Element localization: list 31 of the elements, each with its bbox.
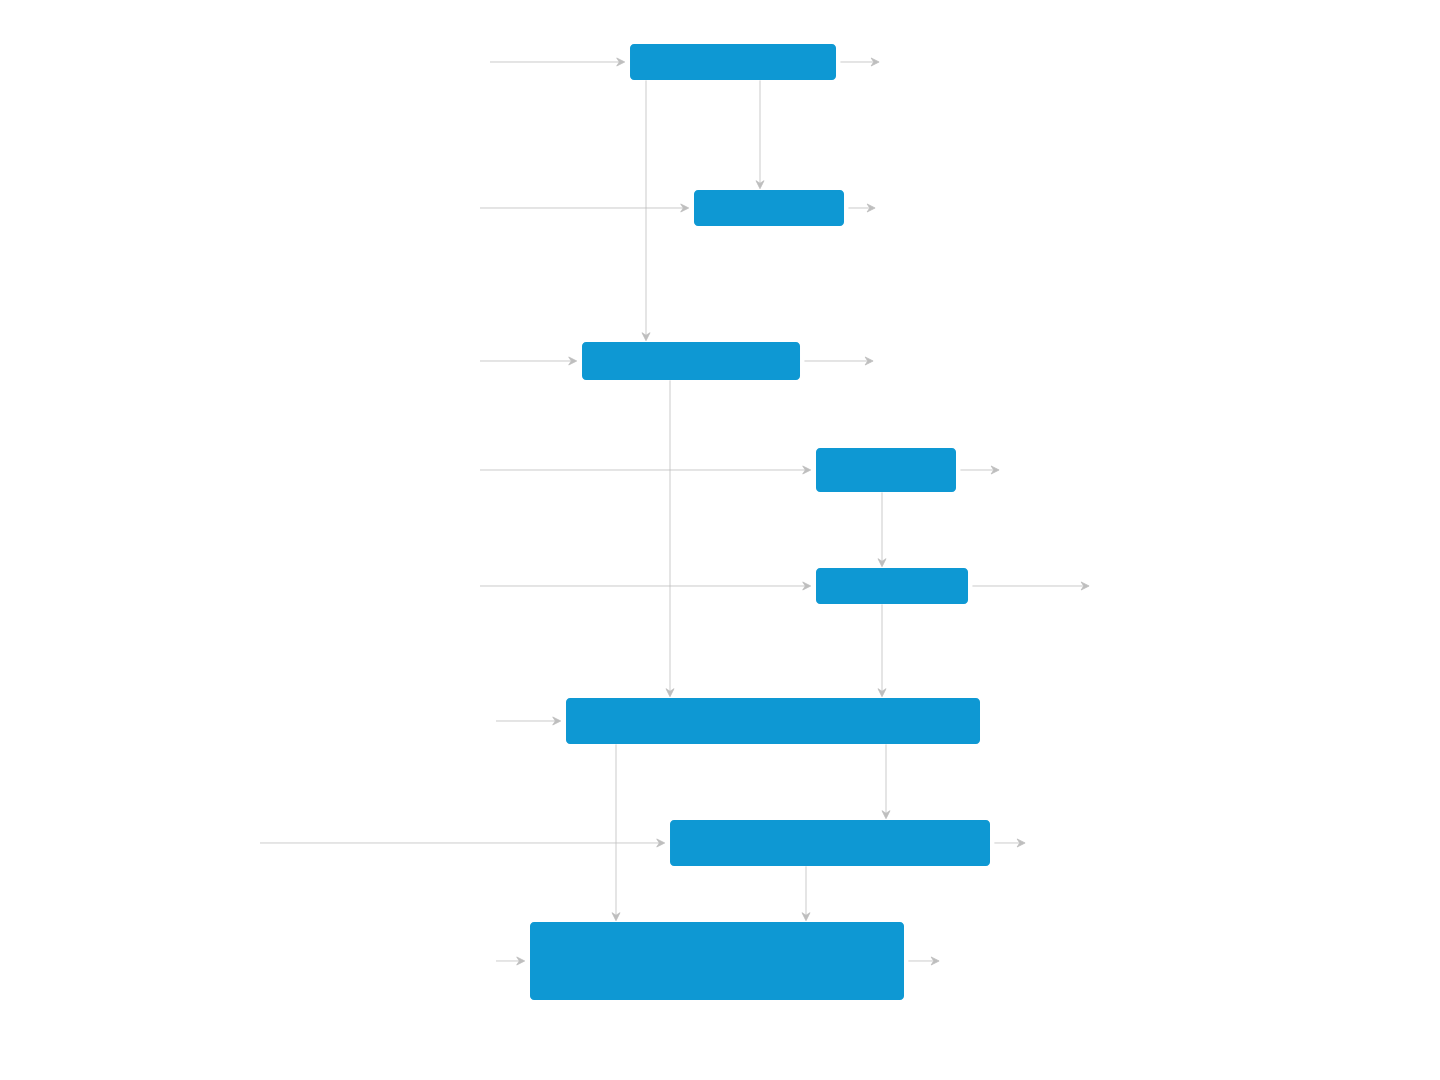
arrow — [495, 716, 562, 726]
arrow — [611, 744, 621, 922]
arrow — [479, 203, 690, 213]
arrow — [479, 356, 578, 366]
arrow — [994, 838, 1026, 848]
arrow — [665, 380, 675, 698]
process-box — [816, 448, 956, 492]
process-box — [630, 44, 836, 80]
arrow — [479, 465, 812, 475]
arrow — [840, 57, 880, 67]
process-box — [694, 190, 844, 226]
process-box — [530, 922, 904, 1000]
arrow — [801, 866, 811, 922]
arrow — [495, 956, 526, 966]
arrow — [479, 581, 812, 591]
process-box — [816, 568, 968, 604]
arrow — [489, 57, 626, 67]
arrow — [877, 492, 887, 568]
arrow — [641, 80, 651, 342]
arrow — [804, 356, 874, 366]
arrow — [259, 838, 666, 848]
process-box — [582, 342, 800, 380]
arrow — [960, 465, 1000, 475]
arrow — [755, 80, 765, 190]
arrow — [908, 956, 940, 966]
process-box — [670, 820, 990, 866]
arrow — [848, 203, 876, 213]
arrow — [881, 744, 891, 820]
arrow — [972, 581, 1090, 591]
process-box — [566, 698, 980, 744]
arrow — [877, 604, 887, 698]
